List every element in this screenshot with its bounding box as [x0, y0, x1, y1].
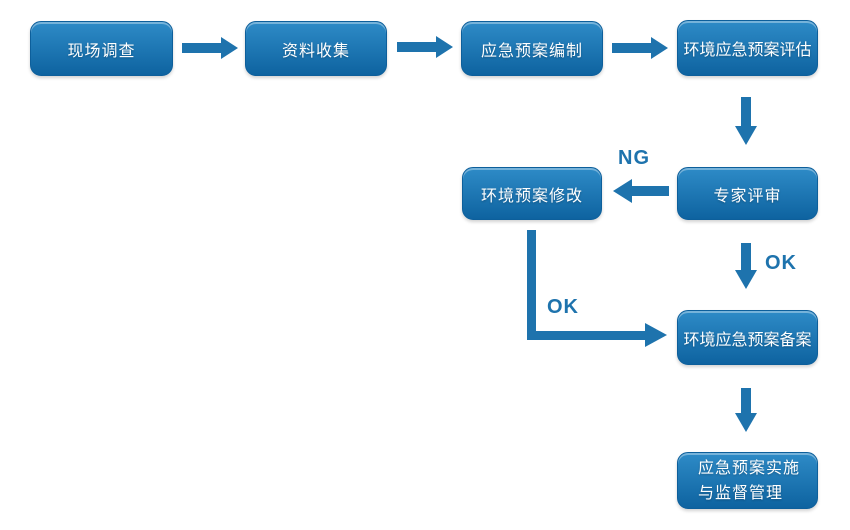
node-label-line1: 应急预案实施 — [698, 459, 801, 477]
node-label-line2: 与监督管理 — [698, 484, 784, 502]
node-plan-assessment: 环境应急预案评估 — [677, 20, 818, 76]
arrow-left-icon — [613, 179, 669, 203]
node-expert-review: 专家评审 — [677, 167, 818, 220]
edge-label-ok-elbow: OK — [547, 296, 579, 318]
node-data-collection: 资料收集 — [245, 21, 387, 76]
arrow-down-icon — [735, 243, 757, 289]
node-label: 应急预案编制 — [480, 42, 583, 60]
node-plan-preparation: 应急预案编制 — [461, 21, 603, 76]
node-implementation: 应急预案实施 与监督管理 — [677, 452, 818, 509]
node-label: 现场调查 — [67, 42, 136, 60]
node-plan-filing: 环境应急预案备案 — [677, 310, 818, 365]
node-label: 资料收集 — [281, 42, 350, 60]
arrow-down-icon — [735, 97, 757, 145]
arrow-down-icon — [735, 388, 757, 432]
node-site-survey: 现场调查 — [30, 21, 173, 76]
node-label: 环境应急预案评估 — [683, 42, 812, 59]
node-label: 环境应急预案备案 — [683, 331, 812, 349]
arrow-right-icon — [397, 36, 453, 58]
node-plan-revision: 环境预案修改 — [462, 167, 602, 220]
arrow-right-icon — [182, 37, 238, 59]
arrow-right-icon — [612, 37, 668, 59]
node-label: 专家评审 — [713, 187, 782, 205]
node-label: 环境预案修改 — [480, 187, 583, 205]
edge-label-ok-down: OK — [765, 252, 797, 274]
edge-label-ng: NG — [618, 147, 650, 169]
